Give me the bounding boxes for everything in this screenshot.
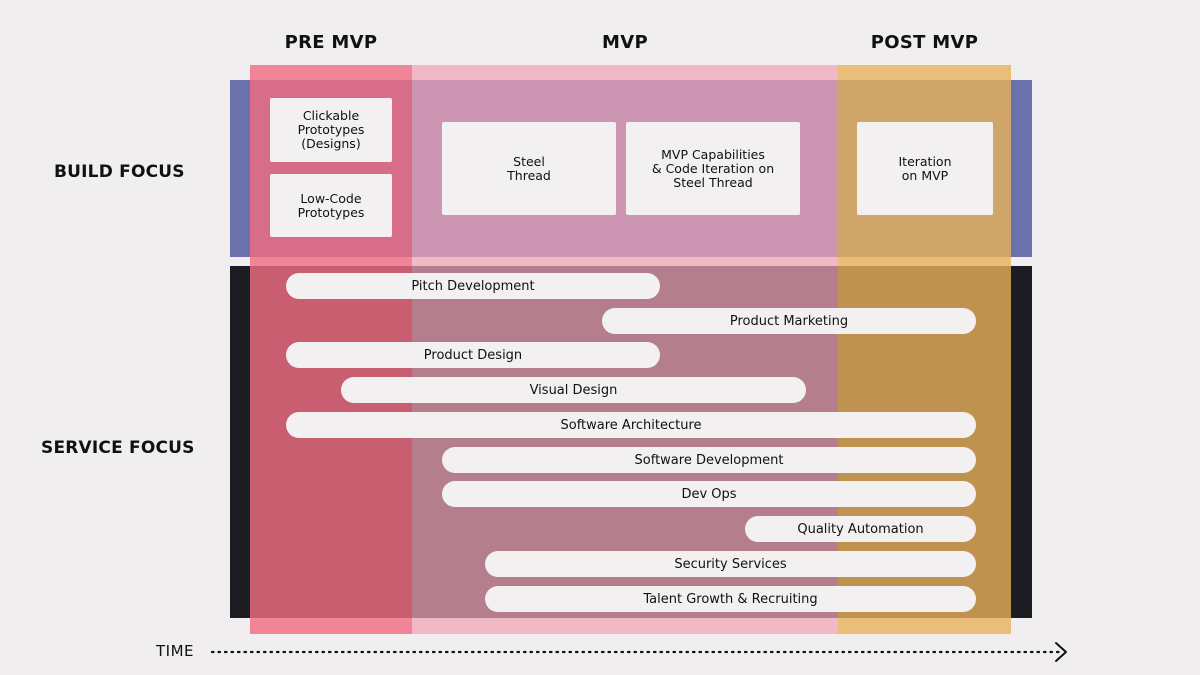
- phase-title-post-mvp: POST MVP: [870, 32, 979, 53]
- build-card-clickable-prototypes: Clickable Prototypes (Designs): [270, 98, 392, 162]
- build-card-iteration-on-mvp: Iteration on MVP: [857, 122, 993, 215]
- service-bar-quality-automation: Quality Automation: [745, 516, 976, 542]
- service-bar-software-architecture: Software Architecture: [286, 412, 976, 438]
- row-label-build-focus: BUILD FOCUS: [54, 162, 185, 182]
- build-card-mvp-capabilities: MVP Capabilities & Code Iteration on Ste…: [626, 122, 800, 215]
- service-bar-product-design: Product Design: [286, 342, 660, 368]
- service-bar-software-development: Software Development: [442, 447, 976, 473]
- time-axis-label: TIME: [156, 642, 195, 660]
- row-label-service-focus: SERVICE FOCUS: [41, 438, 195, 458]
- service-bar-product-marketing: Product Marketing: [602, 308, 976, 334]
- phase-title-pre-mvp: PRE MVP: [284, 32, 378, 53]
- build-card-low-code-prototypes: Low-Code Prototypes: [270, 174, 392, 237]
- service-bar-pitch-development: Pitch Development: [286, 273, 660, 299]
- build-card-steel-thread: Steel Thread: [442, 122, 616, 215]
- phase-title-mvp: MVP: [602, 32, 648, 53]
- service-bar-talent-growth-recruiting: Talent Growth & Recruiting: [485, 586, 976, 612]
- service-bar-dev-ops: Dev Ops: [442, 481, 976, 507]
- service-bar-visual-design: Visual Design: [341, 377, 806, 403]
- service-bar-security-services: Security Services: [485, 551, 976, 577]
